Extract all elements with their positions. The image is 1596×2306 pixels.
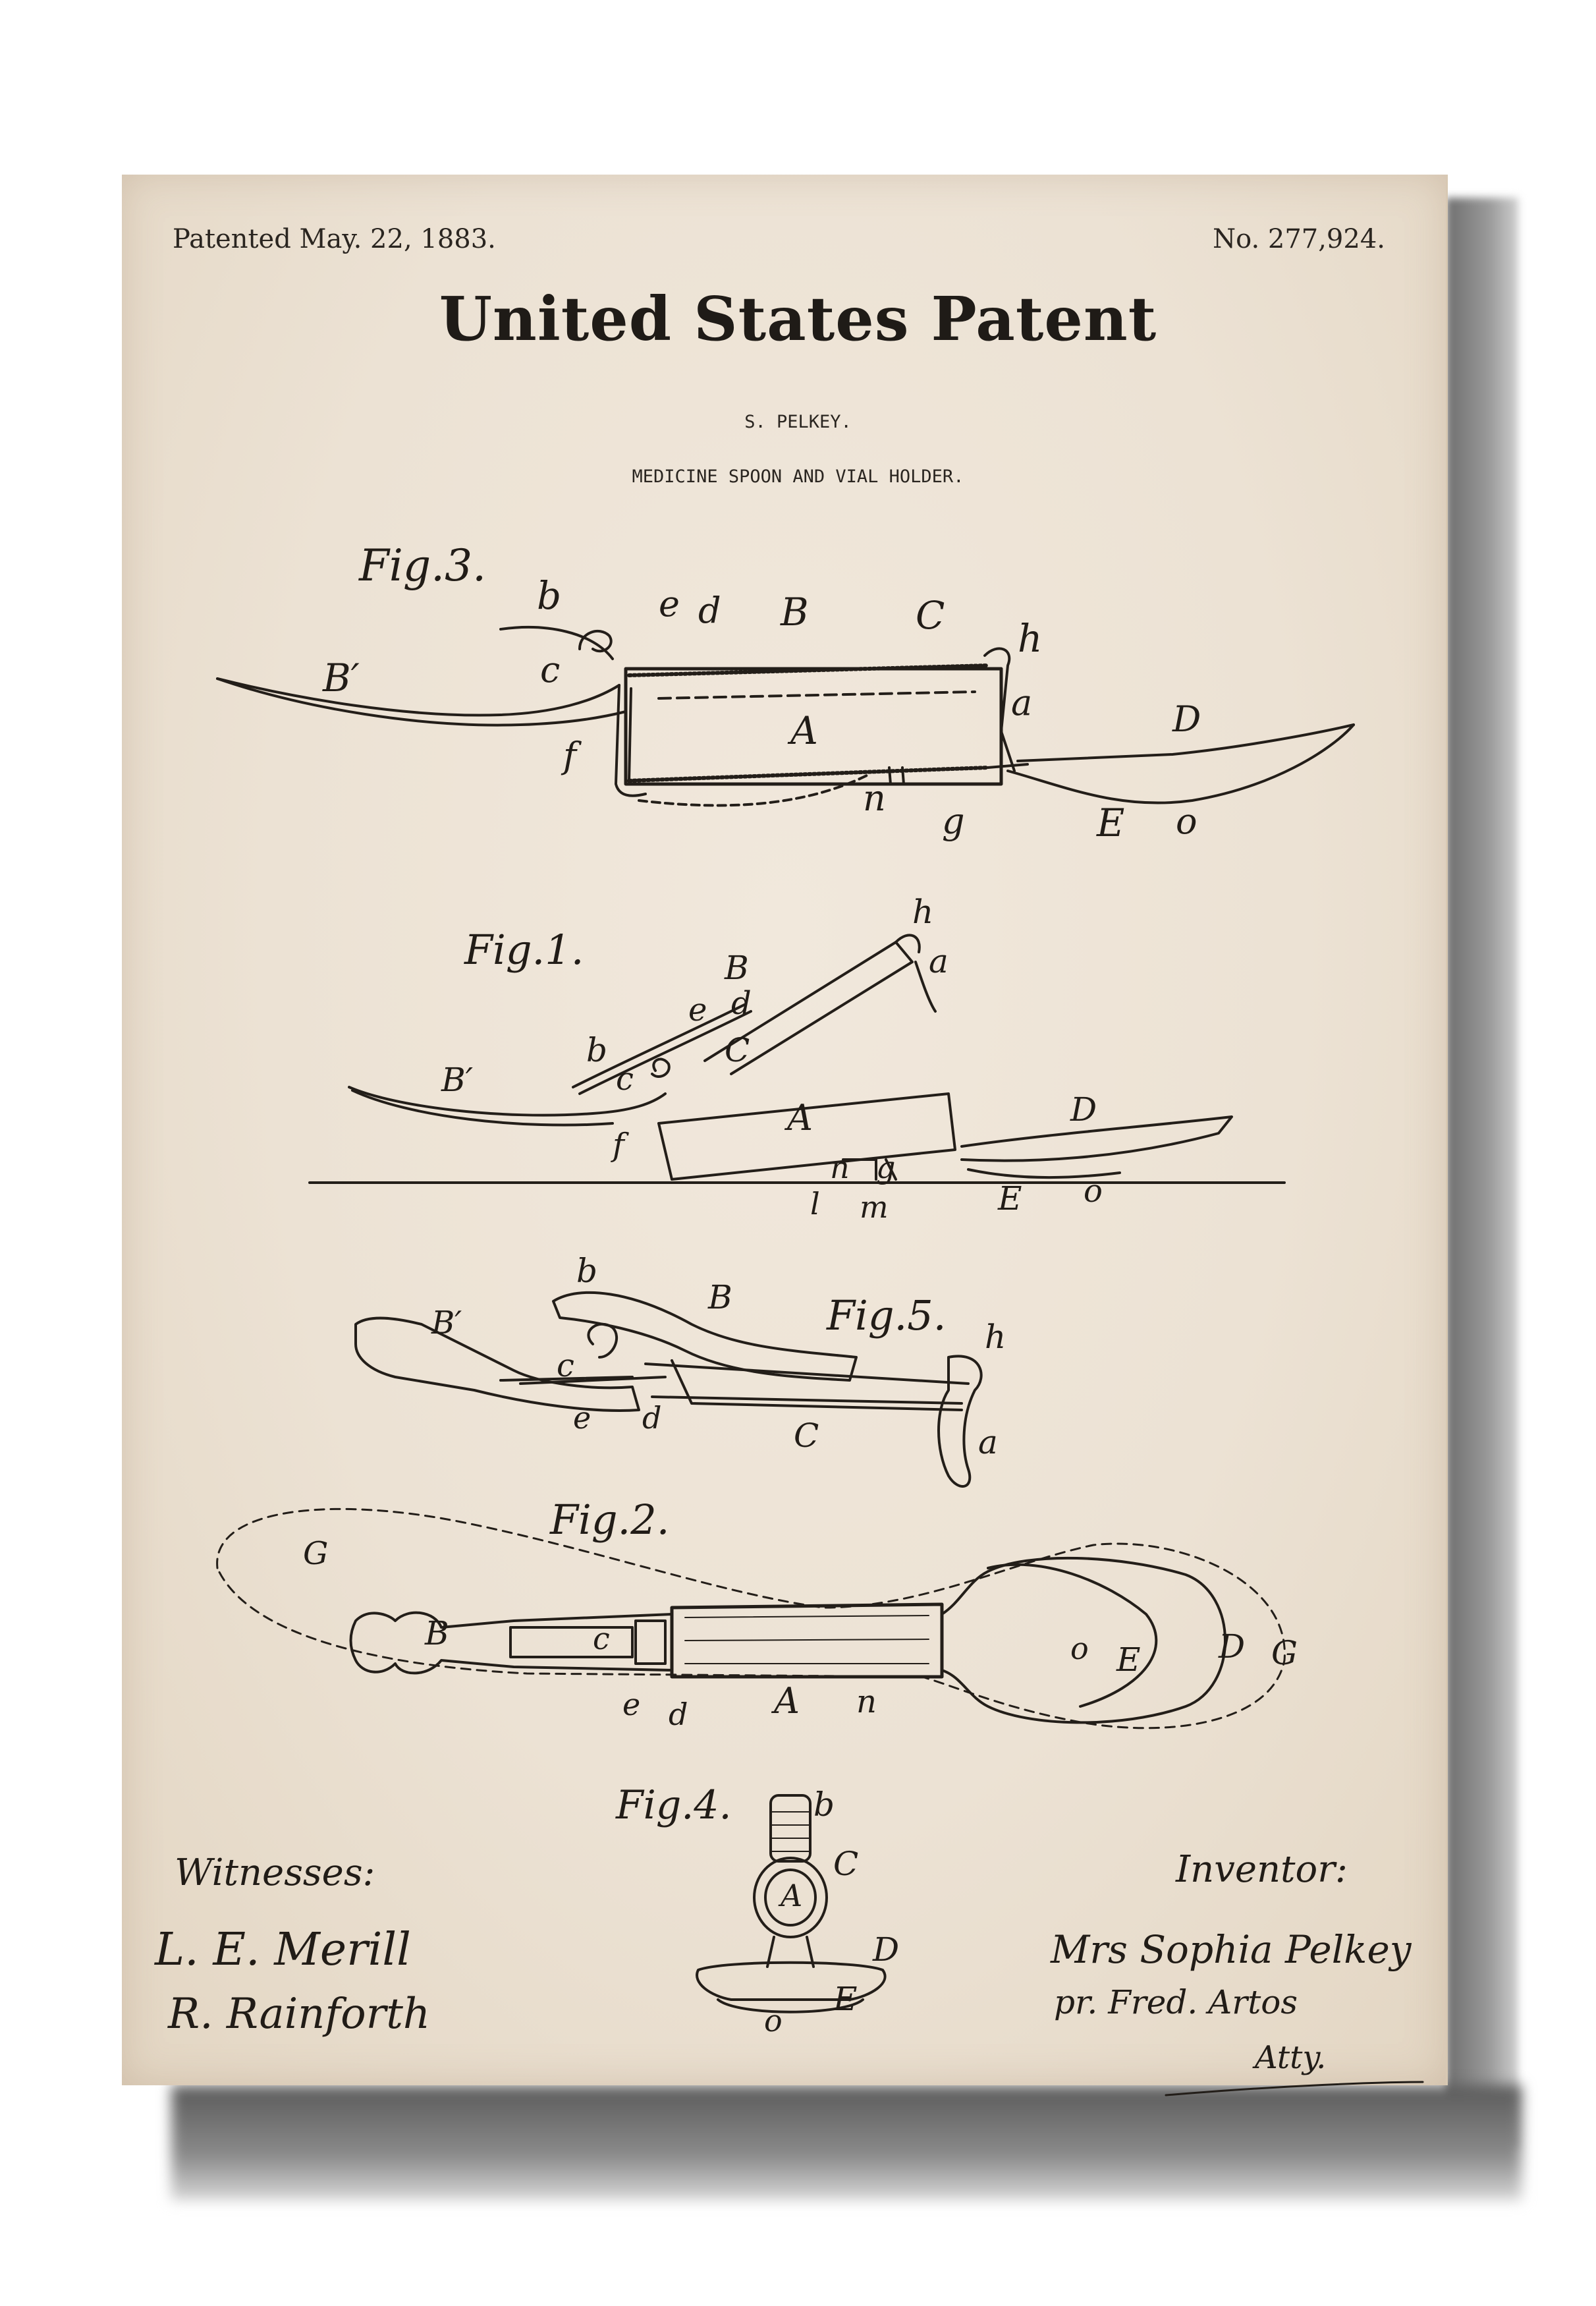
fig5-label-h: h <box>985 1318 1006 1356</box>
inventor-name: S. PELKEY. <box>744 412 852 432</box>
fig3-label-e: e <box>659 583 680 625</box>
fig1-label-b: b <box>586 1031 608 1069</box>
fig5-label-B: B <box>708 1278 732 1316</box>
fig3-label-D: D <box>1172 698 1201 740</box>
fig4-label-E: E <box>833 1980 858 2018</box>
fig3-label-E: E <box>1097 801 1125 845</box>
fig3-label-a: a <box>1011 682 1033 723</box>
fig3-label-c: c <box>540 649 561 690</box>
figure-3-drawing <box>216 626 1355 807</box>
invention-title: MEDICINE SPOON AND VIAL HOLDER. <box>632 466 964 487</box>
fig2-caption: Fig.2. <box>550 1496 670 1544</box>
fig3-label-B: B <box>781 590 809 634</box>
figure-2-drawing <box>216 1507 1286 1729</box>
fig3-label-h: h <box>1018 616 1043 661</box>
fig4-label-C: C <box>833 1845 859 1883</box>
signature-strokes <box>1165 2081 1424 2096</box>
fig1-label-e: e <box>688 992 707 1028</box>
patent-title: United States Patent <box>439 283 1157 354</box>
fig1-label-n: n <box>830 1150 850 1185</box>
fig3-label-n: n <box>863 777 886 819</box>
fig1-label-a: a <box>929 942 949 980</box>
fig1-label-E: E <box>998 1179 1022 1218</box>
fig1-label-h: h <box>912 893 934 931</box>
fig4-label-A: A <box>781 1878 803 1913</box>
fig3-label-g: g <box>942 801 965 842</box>
fig3-label-f: f <box>563 735 576 776</box>
canvas-shadow-bottom <box>171 2085 1522 2201</box>
fig1-label-D: D <box>1070 1090 1097 1129</box>
patent-date: Patented May. 22, 1883. <box>173 224 496 254</box>
fig4-caption: Fig.4. <box>616 1782 732 1828</box>
witnesses-label: Witnesses: <box>175 1851 375 1894</box>
canvas-shadow-right <box>1446 198 1518 2148</box>
fig5-label-C: C <box>794 1417 819 1455</box>
fig1-label-Bprime: B′ <box>441 1061 474 1099</box>
fig5-label-d: d <box>642 1400 662 1436</box>
fig5-caption: Fig.5. <box>827 1291 947 1339</box>
fig1-caption: Fig.1. <box>464 926 584 974</box>
fig2-label-B: B <box>425 1614 449 1652</box>
fig2-label-G-right: G <box>1271 1634 1298 1672</box>
fig1-label-C: C <box>725 1031 750 1069</box>
fig3-label-d: d <box>698 590 721 631</box>
fig1-label-B: B <box>725 949 749 987</box>
fig1-label-d: d <box>731 985 752 1022</box>
fig2-label-n: n <box>856 1683 877 1720</box>
attorney-abbrev: Atty. <box>1255 2039 1327 2076</box>
fig3-label-Bprime: B′ <box>323 656 360 700</box>
fig2-label-d: d <box>669 1697 688 1732</box>
fig5-label-e: e <box>573 1400 592 1436</box>
fig1-label-g: g <box>876 1150 896 1185</box>
fig2-label-o: o <box>1070 1631 1089 1666</box>
fig1-label-f: f <box>613 1127 624 1164</box>
fig2-label-c: c <box>593 1621 610 1656</box>
fig3-label-o: o <box>1176 801 1197 842</box>
fig2-label-D: D <box>1219 1627 1246 1666</box>
fig1-label-o: o <box>1084 1173 1103 1210</box>
figure-5-drawing <box>354 1291 983 1488</box>
figure-4-drawing <box>696 1794 887 2013</box>
inventor-label: Inventor: <box>1176 1848 1348 1891</box>
patent-canvas <box>122 175 1446 2085</box>
inventor-signature: Mrs Sophia Pelkey <box>1051 1927 1412 1972</box>
figure-1-drawing <box>308 934 1286 1184</box>
attorney-signature: pr. Fred. Artos <box>1054 1983 1298 2021</box>
fig5-label-a: a <box>978 1423 998 1461</box>
fig3-caption: Fig.3. <box>359 540 487 591</box>
fig1-label-l: l <box>810 1186 820 1222</box>
fig2-label-E: E <box>1116 1641 1141 1679</box>
fig1-label-c: c <box>616 1061 634 1098</box>
fig5-label-b: b <box>576 1252 598 1290</box>
fig2-label-A: A <box>774 1680 800 1722</box>
fig2-label-G-left: G <box>303 1535 329 1572</box>
witness-signature-1: L. E. Merill <box>155 1924 411 1976</box>
fig1-label-m: m <box>860 1189 889 1225</box>
fig3-label-C: C <box>916 593 945 638</box>
witness-signature-2: R. Rainforth <box>168 1990 431 2039</box>
patent-number: No. 277,924. <box>1213 224 1385 254</box>
fig5-label-c: c <box>557 1347 574 1384</box>
fig1-label-A: A <box>787 1097 813 1139</box>
fig4-label-D: D <box>873 1930 900 1969</box>
fig3-label-A: A <box>790 708 818 753</box>
fig2-label-e: e <box>622 1687 641 1722</box>
fig4-label-o: o <box>764 2003 783 2039</box>
fig3-label-b: b <box>537 573 562 618</box>
fig5-label-Bprime: B′ <box>431 1305 462 1341</box>
fig4-label-b: b <box>813 1786 835 1824</box>
